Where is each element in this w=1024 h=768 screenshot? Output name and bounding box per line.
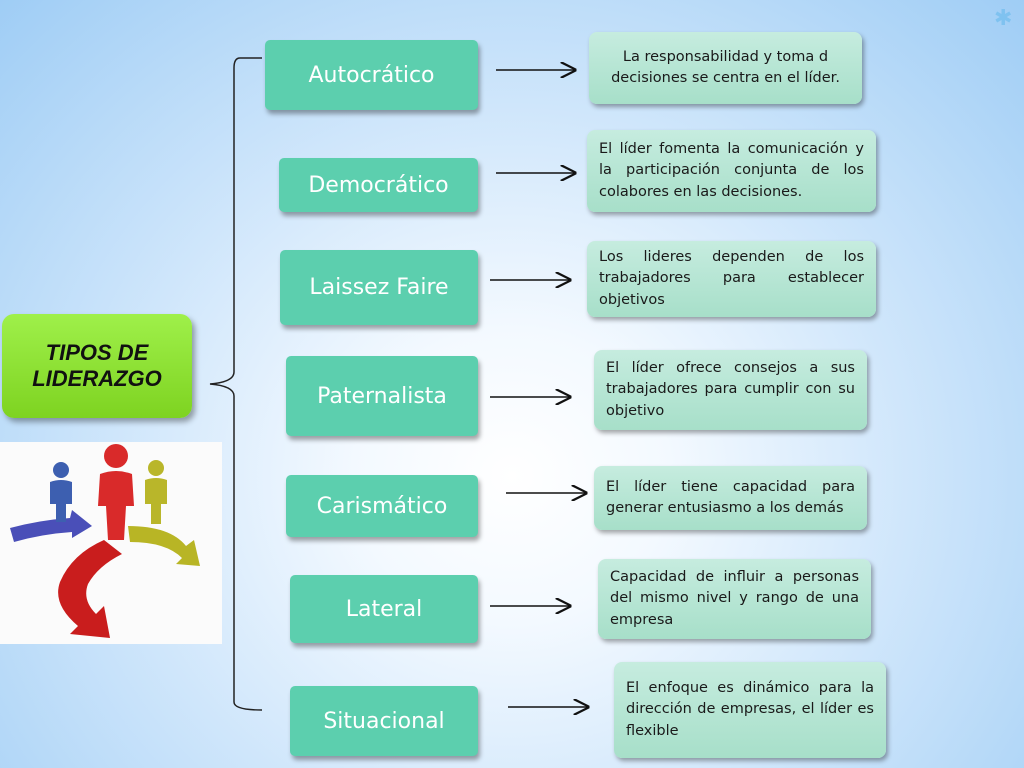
yellow-figure-head <box>148 460 164 476</box>
desc-text: El líder tiene capacidad para generar en… <box>606 478 855 516</box>
sparkle-icon: ✱ <box>994 6 1013 31</box>
desc-paternalista: El líder ofrece consejos a sus trabajado… <box>594 350 867 430</box>
blue-figure-head <box>53 462 69 478</box>
desc-text: La responsabilidad y toma d decisiones s… <box>611 48 840 86</box>
type-situacional: Situacional <box>290 686 478 756</box>
root-label: TIPOS DE LIDERAZGO <box>32 339 162 391</box>
blue-arrow <box>10 510 92 542</box>
type-lateral: Lateral <box>290 575 478 643</box>
desc-text: Capacidad de influir a personas del mism… <box>610 569 859 628</box>
type-carismatico: Carismático <box>286 475 478 537</box>
type-democratico: Democrático <box>279 158 478 212</box>
type-label: Autocrático <box>308 62 435 88</box>
type-label: Paternalista <box>317 383 447 409</box>
desc-situacional: El enfoque es dinámico para la dirección… <box>614 662 886 758</box>
type-label: Laissez Faire <box>309 275 449 300</box>
red-figure-head <box>104 444 128 468</box>
type-autocratico: Autocrático <box>265 40 478 110</box>
people-arrows-icon <box>0 442 222 644</box>
desc-text: Los lideres dependen de los trabajadores… <box>599 249 864 308</box>
bracket <box>209 57 263 711</box>
type-label: Carismático <box>316 493 448 519</box>
blue-figure-body <box>50 480 72 522</box>
yellow-arrow <box>128 526 200 566</box>
desc-text: El líder ofrece consejos a sus trabajado… <box>606 360 855 419</box>
desc-lateral: Capacidad de influir a personas del mism… <box>598 559 871 639</box>
desc-autocratico: La responsabilidad y toma d decisiones s… <box>589 32 862 104</box>
desc-laissez-faire: Los lideres dependen de los trabajadores… <box>587 241 876 317</box>
type-label: Democrático <box>308 172 449 198</box>
desc-text: El líder fomenta la comunicación y la pa… <box>599 141 864 200</box>
type-laissez-faire: Laissez Faire <box>280 250 478 325</box>
desc-text: El enfoque es dinámico para la dirección… <box>626 680 874 739</box>
desc-carismatico: El líder tiene capacidad para generar en… <box>594 466 867 530</box>
type-label: Lateral <box>345 596 423 622</box>
red-arrow <box>58 540 122 638</box>
yellow-figure-body <box>145 478 167 524</box>
type-paternalista: Paternalista <box>286 356 478 436</box>
red-figure-body <box>98 471 134 540</box>
desc-democratico: El líder fomenta la comunicación y la pa… <box>587 130 876 212</box>
type-label: Situacional <box>323 708 445 734</box>
root-node: TIPOS DE LIDERAZGO <box>2 314 192 418</box>
